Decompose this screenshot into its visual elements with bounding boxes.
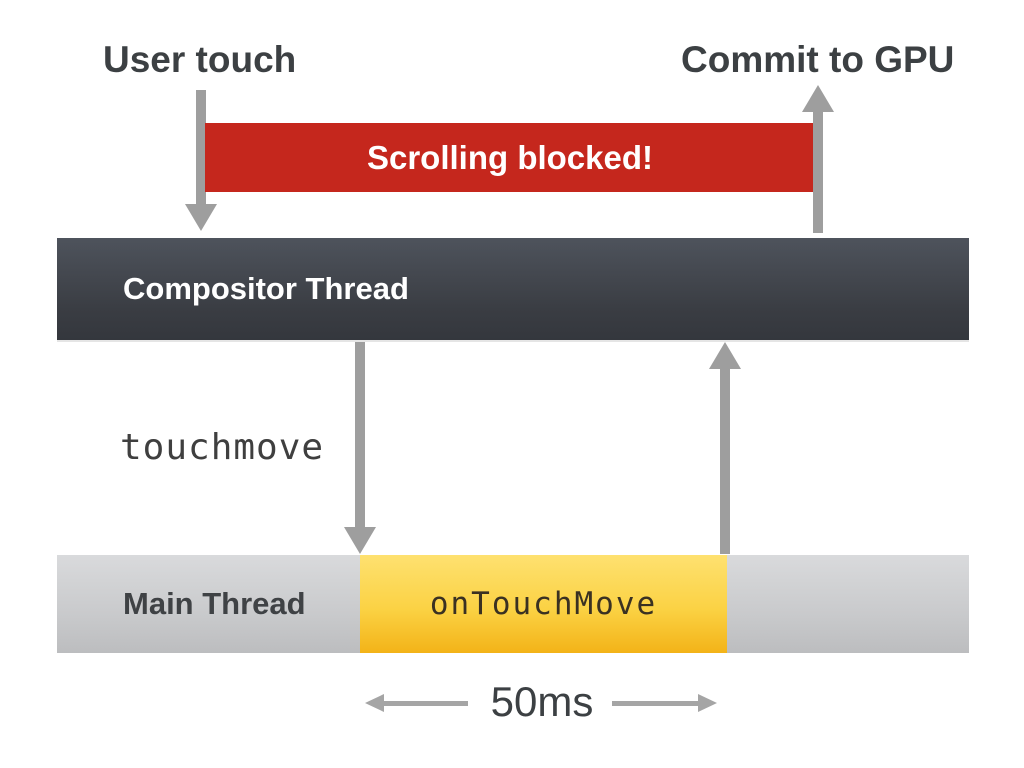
arrow-head [802,85,834,112]
commit-to-gpu-up-arrow-icon [802,85,834,233]
duration-left-arrow-icon [365,694,468,712]
main-thread-bar: Main Thread onTouchMove [57,555,969,653]
duration-label: 50ms [490,678,594,725]
compositor-thread-bar: Compositor Thread [57,238,969,340]
arrow-head [344,527,376,554]
duration-right-arrow-icon [612,694,717,712]
commit-to-gpu-label: Commit to GPU [681,39,955,80]
arrow-shaft [720,368,730,554]
on-touch-move-block: onTouchMove [360,555,727,653]
arrow-head [709,342,741,369]
arrow-shaft [196,90,206,206]
user-touch-label: User touch [103,39,297,80]
user-touch-down-arrow-icon [185,90,217,231]
arrow-shaft [813,111,823,233]
arrow-shaft [612,701,702,706]
arrow-head [185,204,217,231]
arrow-shaft [355,342,365,529]
scrolling-blocked-label: Scrolling blocked! [366,138,654,176]
on-touch-move-label: onTouchMove [429,586,658,622]
handler-return-up-arrow-icon [709,342,741,554]
touchmove-event-label: touchmove [120,427,325,468]
compositor-thread-label: Compositor Thread [123,271,409,306]
arrow-shaft [380,701,468,706]
scrolling-blocked-banner: Scrolling blocked! [205,123,815,192]
main-thread-label: Main Thread [123,586,306,621]
arrow-head [698,694,717,712]
arrow-head [365,694,384,712]
touchmove-dispatch-down-arrow-icon [344,342,376,554]
